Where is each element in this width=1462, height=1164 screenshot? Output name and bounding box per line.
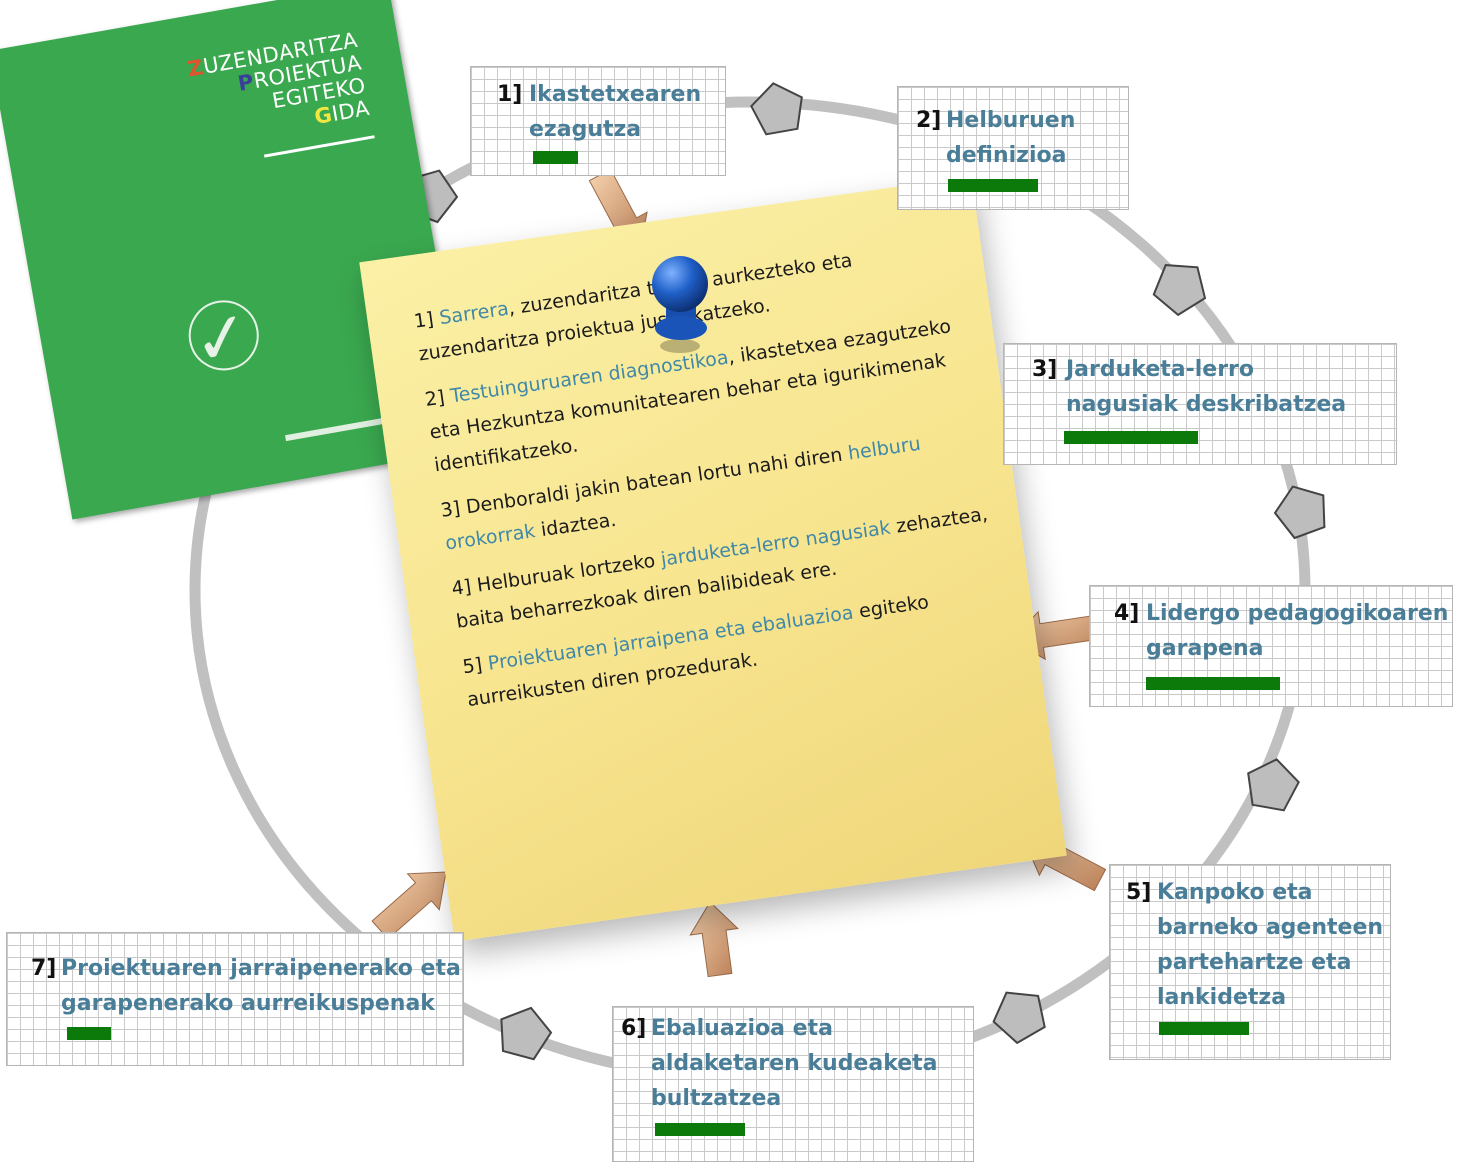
step-box-7: 7] Proiektuaren jarraipenerako eta garap… [6,932,464,1066]
step-box-2: 2] Helburuen definizioa [897,86,1129,210]
booklet-divider [263,135,375,158]
step-label-line: Helburuen [946,108,1076,133]
step-label-line: barneko agenteen [1157,915,1384,940]
step-label-line: Lidergo pedagogikoaren [1146,601,1449,626]
progress-bar [1159,1022,1249,1035]
step-label-line: nagusiak deskribatzea [1066,392,1347,417]
step-box-4: 4] Lidergo pedagogikoaren garapena [1089,585,1453,707]
step-label-line: bultzatzea [651,1086,782,1111]
step-label-line: aldaketaren kudeaketa [651,1051,938,1076]
step-label-line: Kanpoko eta [1157,880,1313,905]
checkmark-icon: ✓ [187,296,257,382]
step-label-line: definizioa [946,143,1067,168]
progress-bar [67,1027,111,1040]
progress-bar [1064,431,1198,444]
arrow-icon [689,901,739,978]
step-box-3: 3] Jarduketa-lerro nagusiak deskribatzea [1003,343,1397,465]
progress-bar [655,1123,745,1136]
pentagon-connector-icon [1247,758,1300,812]
step-label-line: garapena [1146,636,1264,661]
step-number: 4] [1114,601,1140,626]
step-label-line: Ikastetxearen [529,82,702,107]
progress-bar [533,151,578,164]
pentagon-connector-icon [1152,264,1207,317]
progress-bar [1146,677,1280,690]
step-label-line: Ebaluazioa eta [651,1016,833,1041]
step-number: 7] [31,956,57,981]
step-label-line: ezagutza [529,117,642,142]
arrow-icon [371,871,447,940]
pentagon-connector-icon [1273,485,1326,540]
step-box-1: 1] Ikastetxearen ezagutza [470,66,726,176]
step-number: 2] [916,108,942,133]
step-box-6: 6] Ebaluazioa eta aldaketaren kudeaketa … [612,1006,974,1162]
step-number: 1] [497,82,523,107]
step-label-line: partehartze eta [1157,950,1352,975]
step-label-line: lankidetza [1157,985,1287,1010]
pentagon-connector-icon [992,991,1046,1045]
step-label-line: garapenerako aurreikuspenak [61,991,435,1016]
pentagon-connector-icon [500,1006,553,1061]
pentagon-connector-icon [750,82,803,136]
step-box-5: 5] Kanpoko eta barneko agenteen partehar… [1109,864,1391,1060]
step-number: 5] [1126,880,1152,905]
step-label-line: Jarduketa-lerro [1066,357,1255,382]
pushpin-icon [652,256,708,353]
step-number: 6] [621,1016,647,1041]
step-number: 3] [1032,357,1058,382]
step-label-line: Proiektuaren jarraipenerako eta [61,956,461,981]
progress-bar [948,179,1038,192]
